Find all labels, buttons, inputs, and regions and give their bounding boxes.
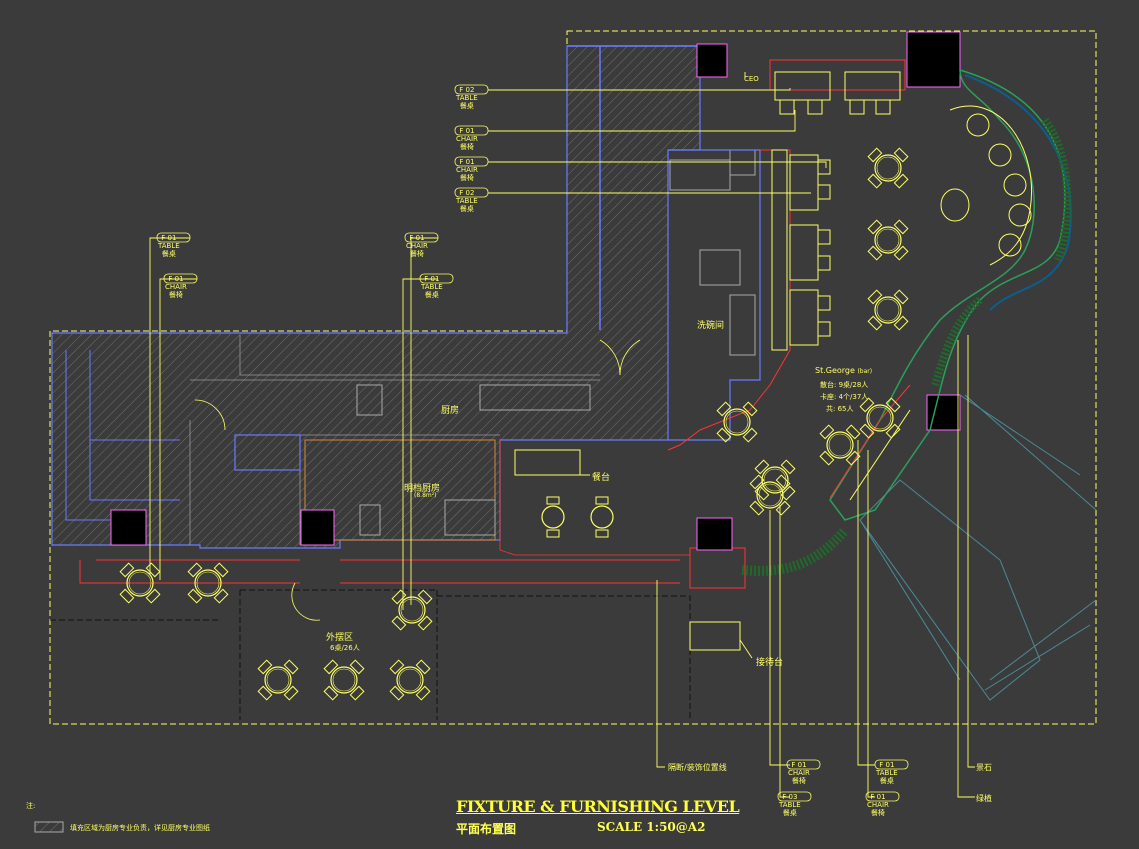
label-planter: 绿植 bbox=[976, 794, 992, 803]
note-text: 填充区域为厨房专业负责，详见厨房专业图纸 bbox=[70, 824, 210, 832]
label-rail: 隔断/装饰位置线 bbox=[668, 763, 727, 772]
drawing-title: FIXTURE & FURNISHING LEVEL bbox=[456, 797, 740, 816]
label-stone: 景石 bbox=[976, 763, 992, 772]
room-kitchen: 厨房 bbox=[441, 406, 460, 416]
room-ceo: CEO bbox=[744, 75, 759, 83]
drawing-scale: SCALE 1:50@A2 bbox=[597, 820, 706, 834]
room-outdoor: 外摆区 bbox=[326, 633, 354, 643]
venue-line1: 散台: 9桌/28人 bbox=[820, 381, 869, 389]
drawing-subtitle: 平面布置图 bbox=[456, 822, 517, 836]
room-reception: 接待台 bbox=[756, 658, 784, 668]
venue-line3: 共: 65人 bbox=[826, 405, 854, 413]
venue-line2: 卡座: 4个/37人 bbox=[820, 393, 869, 401]
note-label: 注: bbox=[26, 802, 36, 810]
venue-name: St.George (bar) bbox=[815, 366, 873, 375]
room-counter: 餐台 bbox=[592, 473, 611, 483]
room-light-kitchen-area: (8.8m²) bbox=[414, 492, 437, 499]
room-outdoor-capacity: 6桌/26人 bbox=[330, 644, 360, 652]
room-light-kitchen: 明档厨房 bbox=[404, 484, 441, 494]
room-dishwash: 洗碗间 bbox=[697, 321, 725, 331]
